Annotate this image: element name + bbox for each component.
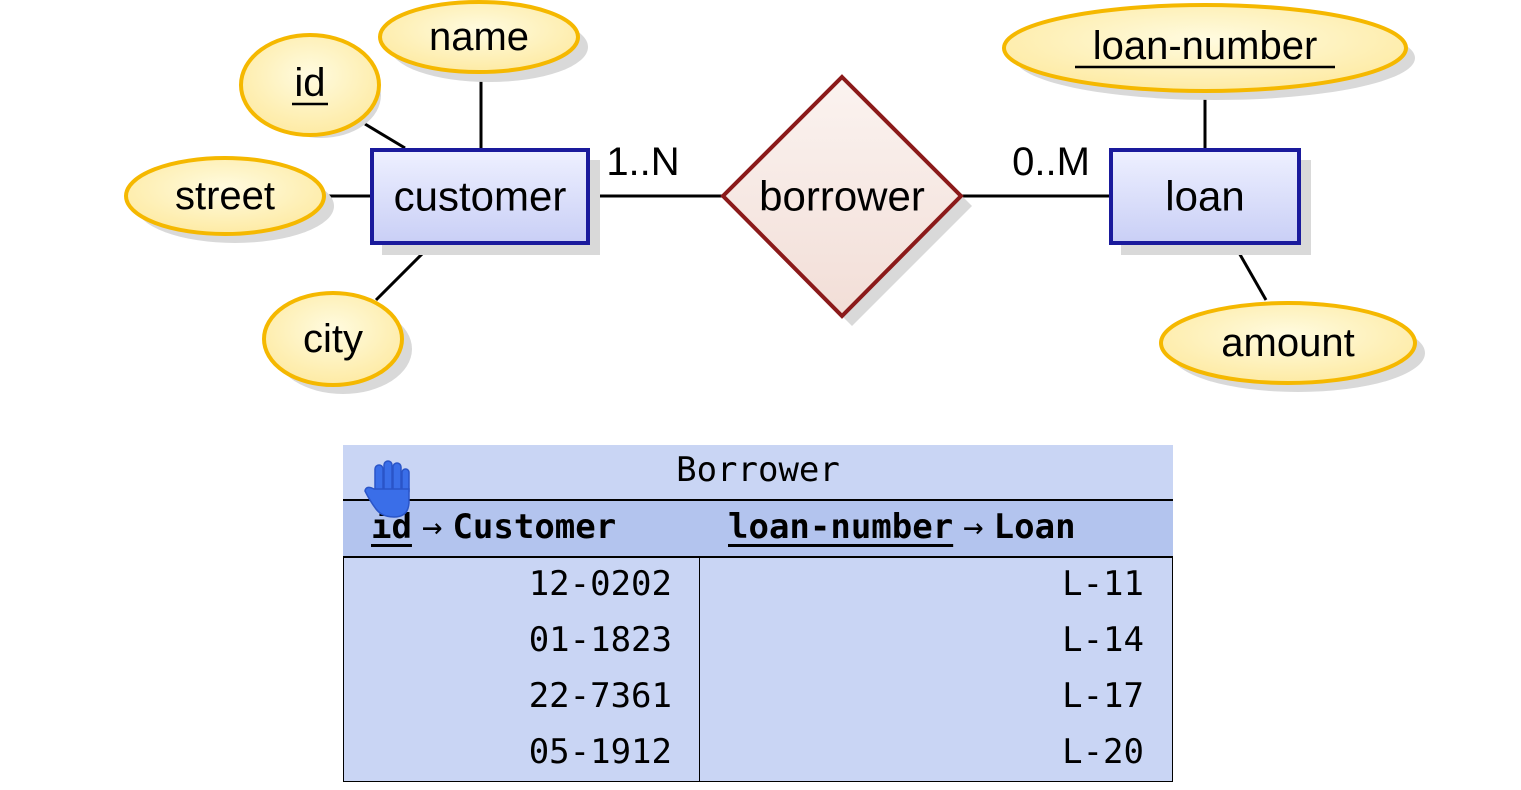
svg-text:city: city bbox=[303, 317, 363, 361]
svg-text:id: id bbox=[294, 61, 325, 105]
cell-loan: L-20 bbox=[1062, 732, 1144, 772]
table-row: 12-0202 L-11 bbox=[344, 558, 1174, 614]
attribute-street: street bbox=[124, 156, 326, 236]
table-header: id→Customer loan-number→Loan bbox=[343, 501, 1173, 558]
cell-loan: L-17 bbox=[1062, 676, 1144, 716]
header-loan: loan-number→Loan bbox=[728, 507, 1076, 547]
attribute-loan-number: loan-number bbox=[1002, 3, 1408, 93]
svg-text:customer: customer bbox=[394, 173, 567, 220]
table-row: 22-7361 L-17 bbox=[344, 670, 1174, 726]
cell-id: 22-7361 bbox=[528, 676, 672, 716]
table-caption: Borrower bbox=[343, 445, 1173, 501]
attribute-city: city bbox=[262, 291, 404, 387]
header-loan-number-key: loan-number bbox=[728, 507, 954, 547]
svg-text:name: name bbox=[429, 15, 529, 59]
cell-id: 12-0202 bbox=[528, 564, 672, 604]
relationship-borrower: borrower bbox=[720, 74, 964, 319]
cardinality-customer: 1..N bbox=[606, 140, 679, 184]
table-row: 01-1823 L-14 bbox=[344, 614, 1174, 670]
hand-cursor-icon bbox=[364, 460, 410, 518]
cell-id: 05-1912 bbox=[528, 732, 672, 772]
svg-text:amount: amount bbox=[1221, 321, 1354, 365]
header-loan-ref: Loan bbox=[993, 507, 1076, 547]
header-arrow-1: → bbox=[421, 507, 443, 547]
column-divider bbox=[699, 558, 700, 782]
entity-loan: loan bbox=[1109, 148, 1301, 245]
cell-id: 01-1823 bbox=[528, 620, 672, 660]
table-body: 12-0202 L-11 01-1823 L-14 22-7361 L-17 0… bbox=[343, 558, 1173, 782]
header-customer-ref: Customer bbox=[452, 507, 617, 547]
attribute-name: name bbox=[378, 0, 580, 74]
cardinality-loan: 0..M bbox=[1012, 140, 1090, 184]
entity-customer: customer bbox=[370, 148, 590, 245]
connector-id bbox=[364, 122, 406, 150]
svg-text:loan: loan bbox=[1165, 173, 1244, 220]
svg-text:borrower: borrower bbox=[759, 173, 925, 220]
svg-text:street: street bbox=[175, 174, 275, 218]
er-diagram: id name street city loan-number amount c… bbox=[124, 0, 1425, 394]
table-row: 05-1912 L-20 bbox=[344, 726, 1174, 782]
cell-loan: L-11 bbox=[1062, 564, 1144, 604]
cell-loan: L-14 bbox=[1062, 620, 1144, 660]
header-arrow-2: → bbox=[963, 507, 984, 547]
connectors bbox=[325, 72, 1268, 302]
svg-text:loan-number: loan-number bbox=[1093, 24, 1318, 68]
borrower-table: Borrower id→Customer loan-number→Loan 12… bbox=[343, 445, 1173, 782]
attribute-amount: amount bbox=[1159, 301, 1417, 385]
attribute-id: id bbox=[239, 33, 381, 137]
header-customer: id→Customer bbox=[371, 507, 616, 547]
